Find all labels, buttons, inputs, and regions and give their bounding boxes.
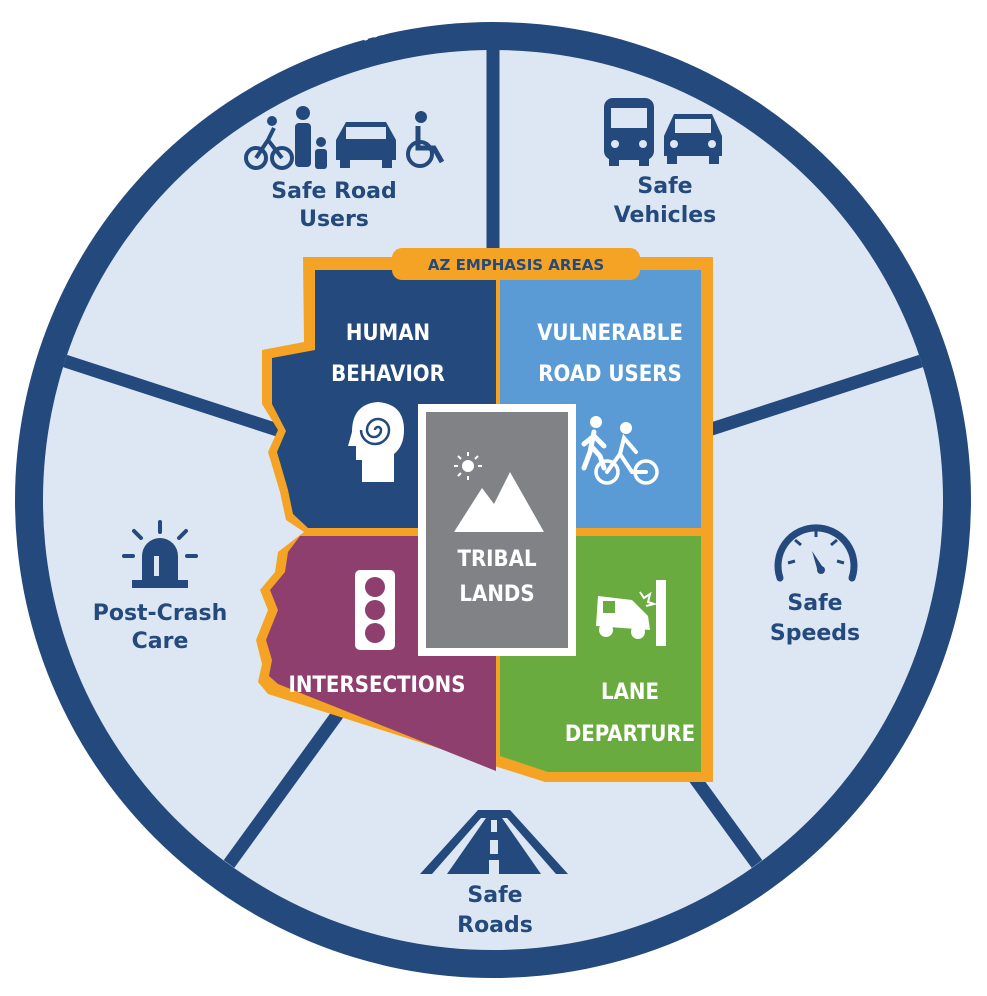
segment-label-line2: Users: [299, 207, 369, 232]
segment-label-line2: Speeds: [770, 621, 860, 646]
vehicles-icon: [604, 98, 722, 166]
mountain-sun-icon: [454, 452, 544, 532]
arizona-emphasis-map: AZ EMPHASIS AREAS HUMAN BEHAVIOR VULNERA…: [256, 248, 713, 782]
segment-label-line1: Post-Crash: [93, 601, 228, 626]
pedestrian-cyclist-icon: [581, 416, 659, 485]
segment-safe-vehicles: Safe Vehicles: [604, 98, 722, 228]
segment-safe-roads: Safe Roads: [420, 810, 568, 938]
segment-label-line1: Safe: [637, 174, 692, 199]
segment-label-line1: Safe Road: [271, 179, 397, 204]
road-icon: [420, 810, 568, 874]
segment-label-line2: Care: [132, 629, 189, 654]
traffic-light-icon: [355, 570, 395, 650]
emphasis-banner-text: AZ EMPHASIS AREAS: [428, 256, 604, 274]
segment-label-line1: Safe: [787, 591, 842, 616]
road-users-icon: [244, 106, 445, 170]
segment-safe-road-users: Safe Road Users: [244, 106, 445, 232]
emergency-light-icon: [122, 520, 198, 588]
human-behavior-line1: HUMAN: [346, 321, 430, 346]
vulnerable-road-users-line2: ROAD USERS: [538, 362, 681, 387]
segment-label-line2: Vehicles: [614, 203, 717, 228]
tribal-lands-line2: LANDS: [459, 582, 534, 607]
segment-safe-speeds: Safe Speeds: [770, 524, 860, 646]
emphasis-banner: [392, 248, 640, 280]
tribal-lands-line1: TRIBAL: [457, 547, 537, 572]
lane-departure-line2: DEPARTURE: [565, 722, 695, 747]
intersections-label: INTERSECTIONS: [289, 673, 466, 698]
car-crash-icon: [596, 580, 666, 646]
segment-post-crash-care: Post-Crash Care: [93, 520, 228, 654]
vulnerable-road-users-line1: VULNERABLE: [537, 321, 683, 346]
segment-label-line2: Roads: [457, 913, 533, 938]
area-tribal-lands: [418, 404, 576, 656]
head-spiral-icon: [348, 402, 404, 482]
lane-departure-line1: LANE: [601, 680, 659, 705]
human-behavior-line2: BEHAVIOR: [331, 362, 445, 387]
segment-label-line1: Safe: [467, 883, 522, 908]
speedometer-icon: [774, 524, 858, 582]
